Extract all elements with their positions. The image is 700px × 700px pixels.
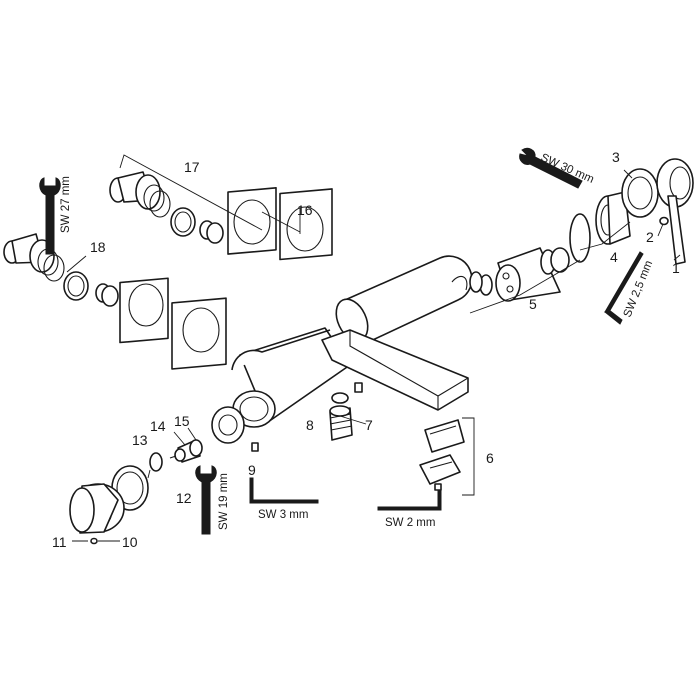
svg-text:SW 27 mm: SW 27 mm (60, 176, 72, 233)
screw-7 (354, 382, 363, 393)
screw-2 (659, 216, 669, 226)
rosette (211, 406, 245, 444)
wrench-sw19-icon: SW 19 mm (195, 465, 230, 535)
leader-2 (657, 223, 664, 237)
label-9: 9 (248, 462, 256, 478)
bracket-17 (119, 154, 263, 231)
wrench-sw30-icon: SW 30 mm (519, 147, 596, 189)
bracket-5 (469, 259, 581, 314)
label-7: 7 (365, 417, 373, 433)
screw-9 (251, 442, 259, 452)
bracket-6 (462, 417, 475, 496)
label-1: 1 (672, 260, 680, 276)
svg-text:SW 2 mm: SW 2 mm (385, 517, 435, 529)
cartridge-5 (451, 247, 570, 302)
label-5: 5 (529, 296, 537, 312)
mixer-body (231, 255, 473, 428)
label-13: 13 (132, 432, 148, 448)
ring-3 (621, 168, 659, 218)
cap-11 (69, 483, 125, 534)
svg-text:SW 3 mm: SW 3 mm (258, 509, 308, 521)
label-3: 3 (612, 149, 620, 165)
leader-4 (579, 221, 631, 251)
allen-key-sw2-icon: SW 2 mm (377, 489, 442, 529)
leader-1 (673, 254, 681, 261)
label-18: 18 (90, 239, 106, 255)
leader-13 (147, 469, 151, 479)
housing-4 (569, 191, 631, 263)
screw-12 (90, 537, 98, 545)
label-6: 6 (486, 450, 494, 466)
label-11: 11 (52, 534, 67, 550)
leader-7 (339, 415, 367, 425)
label-17: 17 (184, 159, 200, 175)
label-14: 14 (150, 418, 166, 434)
allen-key-sw3-icon: SW 3 mm (249, 477, 319, 521)
label-2: 2 (646, 229, 654, 245)
leader-3 (623, 169, 633, 179)
label-4: 4 (610, 249, 618, 265)
handle-1 (656, 158, 694, 265)
label-16: 16 (297, 202, 313, 218)
label-8: 8 (306, 417, 314, 433)
cover-plates-16 (119, 187, 333, 370)
connector-17 (109, 171, 224, 244)
label-10: 10 (122, 534, 138, 550)
label-15: 15 (174, 413, 190, 429)
sleeve-8 (329, 392, 353, 441)
leader-18 (66, 255, 87, 273)
leader-14-15 (173, 427, 197, 446)
oring-13 (149, 452, 163, 472)
svg-text:SW 2,5 mm: SW 2,5 mm (622, 259, 656, 319)
part-numbers: 1 2 3 4 5 6 7 8 9 10 11 12 13 14 15 16 1… (52, 149, 680, 550)
wrench-sw27-icon: SW 27 mm (39, 176, 72, 255)
leader-16a (261, 211, 301, 233)
svg-text:SW 19 mm: SW 19 mm (218, 473, 230, 530)
diverter-6 (419, 419, 465, 491)
valve-14 (169, 439, 203, 463)
label-12: 12 (176, 490, 192, 506)
